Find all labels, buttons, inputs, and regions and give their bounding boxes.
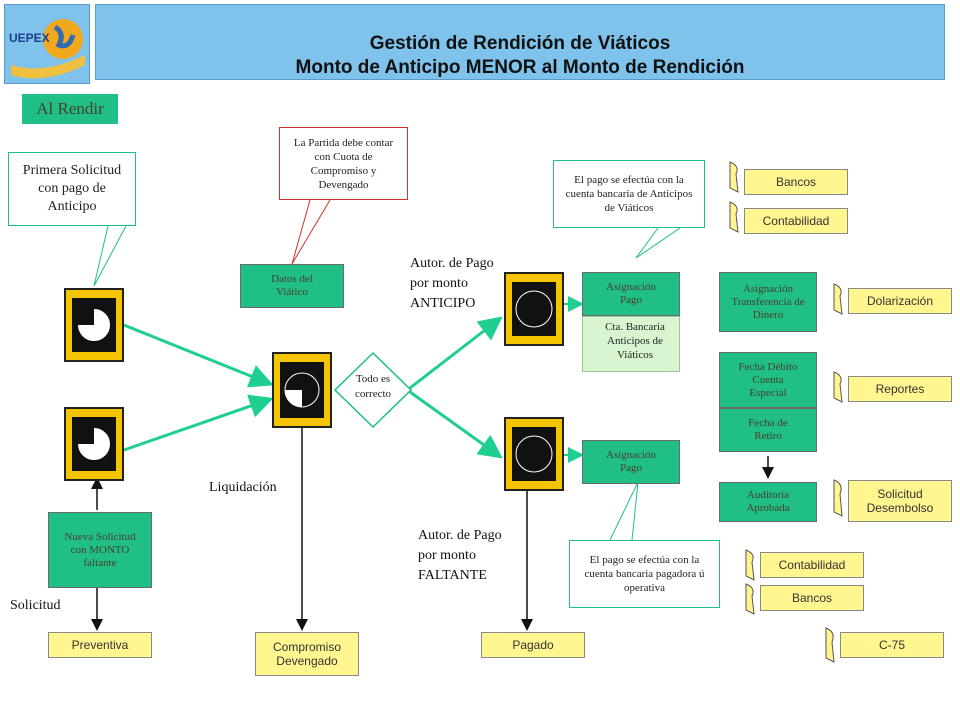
- decision-diamond: Todo es correcto: [334, 352, 412, 428]
- callout-pago-pagadora: El pago se efectúa con la cuenta bancari…: [569, 540, 720, 608]
- callout-pago-anticipos: El pago se efectúa con la cuenta bancari…: [553, 160, 705, 228]
- box-fecha-debito: Fecha Débito Cuenta Especial: [719, 352, 817, 408]
- arrow: [409, 390, 503, 459]
- flag-bancos: Bancos: [744, 169, 848, 195]
- box-datos-viatico: Datos del Viático: [240, 264, 344, 308]
- flag-reportes: Reportes: [848, 376, 952, 402]
- page-subtitle: Monto de Anticipo MENOR al Monto de Rend…: [295, 57, 745, 78]
- state-compromiso: Compromiso Devengado: [255, 632, 359, 676]
- label-liquidacion: Liquidación: [209, 480, 277, 495]
- clock-full-icon: [504, 272, 564, 346]
- flag-dolarizacion: Dolarización: [848, 288, 952, 314]
- box-asignacion-pago-1: Asignación Pago: [582, 272, 680, 316]
- label-autor-anticipo: Autor. de Pago por monto ANTICIPO: [410, 256, 494, 311]
- flag-icon: [832, 282, 846, 316]
- header-bar: Gestión de Rendición de Viáticos Monto d…: [95, 4, 945, 80]
- page-title: Gestión de Rendición de Viáticos: [369, 33, 671, 54]
- logo: UEPEX: [4, 4, 90, 84]
- flag-icon: [744, 582, 758, 616]
- flag-icon: [744, 548, 758, 582]
- clock-quarter-icon: [64, 288, 124, 362]
- state-preventiva: Preventiva: [48, 632, 152, 658]
- arrow: [123, 394, 274, 452]
- arrow: [409, 316, 503, 390]
- flag-icon: [832, 370, 846, 404]
- clock-full-icon: [504, 417, 564, 491]
- flag-bancos-2: Bancos: [760, 585, 864, 611]
- clock-three-quarter-icon: [272, 352, 332, 428]
- flag-contabilidad-2: Contabilidad: [760, 552, 864, 578]
- callout-partida: La Partida debe contar con Cuota de Comp…: [279, 127, 408, 200]
- clock-quarter-icon: [64, 407, 124, 481]
- label-autor-faltante: Autor. de Pago por monto FALTANTE: [418, 528, 502, 583]
- box-fecha-retiro: Fecha de Retiro: [719, 408, 817, 452]
- logo-text: UEPEX: [9, 31, 50, 45]
- flag-icon: [824, 626, 838, 664]
- state-pagado: Pagado: [481, 632, 585, 658]
- flag-icon: [832, 478, 846, 518]
- box-auditoria: Auditoría Aprobada: [719, 482, 817, 522]
- flag-contabilidad: Contabilidad: [744, 208, 848, 234]
- box-cta-bancaria: Cta. Bancaria Anticipos de Viáticos: [582, 316, 680, 372]
- flag-solicitud-desembolso: Solicitud Desembolso: [848, 480, 952, 522]
- box-asignacion-transferencia: Asignación Transferencia de Dinero: [719, 272, 817, 332]
- label-solicitud: Solicitud: [10, 598, 61, 613]
- section-label: Al Rendir: [22, 94, 118, 124]
- flag-c75: C-75: [840, 632, 944, 658]
- decision-label: Todo es correcto: [354, 373, 392, 400]
- callout-primera-solicitud: Primera Solicitud con pago de Anticipo: [8, 152, 136, 226]
- box-nueva-solicitud: Nueva Solicitud con MONTO faltante: [48, 512, 152, 588]
- flag-icon: [728, 160, 742, 194]
- arrow: [123, 323, 274, 388]
- flag-icon: [728, 200, 742, 234]
- box-asignacion-pago-2: Asignación Pago: [582, 440, 680, 484]
